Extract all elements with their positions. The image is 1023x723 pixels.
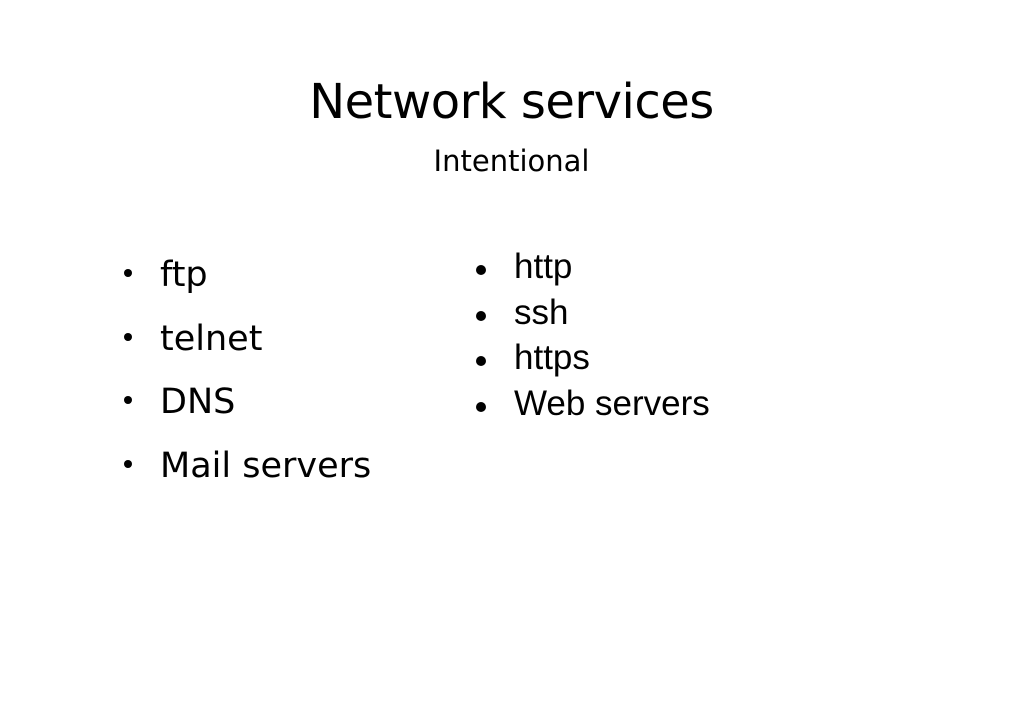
bullet-icon (124, 396, 132, 404)
bullet-icon (124, 269, 132, 277)
bullet-icon (124, 332, 132, 341)
list-item: ftp (121, 252, 371, 316)
left-bullet-list: ftp telnet DNS Mail servers (121, 252, 371, 506)
list-item: telnet (121, 316, 371, 380)
bullet-icon (124, 459, 132, 468)
list-item: https (475, 336, 710, 382)
list-item: DNS (121, 379, 371, 443)
list-item-label: http (514, 247, 573, 286)
list-item-label: https (514, 338, 590, 377)
list-item-label: Mail servers (160, 445, 372, 486)
bullet-icon (476, 356, 486, 366)
list-item-label: Web servers (514, 383, 710, 423)
list-item-label: DNS (160, 382, 236, 422)
slide-title: Network services (309, 74, 714, 130)
slide-subtitle: Intentional (433, 144, 590, 178)
list-item: Mail servers (121, 443, 371, 507)
right-bullet-list: http ssh https Web servers (475, 245, 710, 427)
list-item: http (475, 245, 710, 291)
list-item-label: telnet (160, 318, 263, 359)
list-item: Web servers (475, 382, 710, 428)
list-item: ssh (475, 291, 710, 337)
bullet-icon (476, 310, 486, 321)
list-item-label: ftp (160, 255, 208, 295)
bullet-icon (476, 401, 486, 412)
bullet-icon (476, 265, 486, 275)
list-item-label: ssh (514, 292, 569, 332)
